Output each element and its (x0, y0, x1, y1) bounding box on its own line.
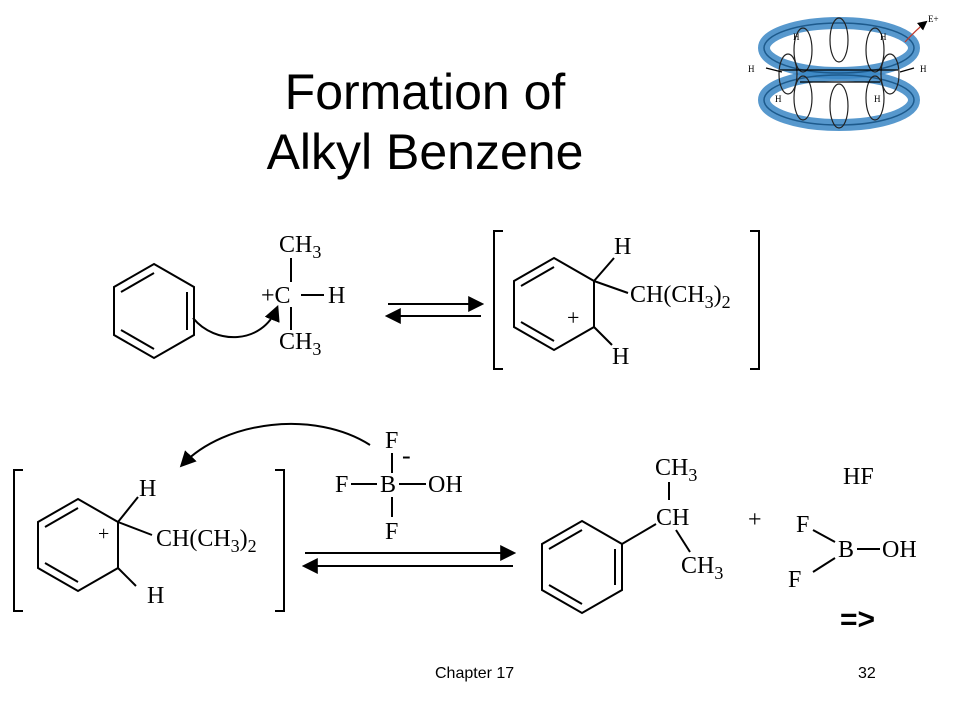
trifluoro-hydroxy-borate: F - F B OH F (335, 428, 463, 545)
f-label: F (796, 512, 809, 538)
orbital-label-h: H (920, 64, 927, 74)
b-label: B (380, 472, 396, 498)
plus-sign: + (748, 507, 762, 533)
sigma-complex-bracket (493, 230, 760, 370)
boron-difluoride-hydroxide: F B OH F (788, 512, 917, 593)
sigma-complex-bracket (13, 469, 285, 612)
deprotonation-arrow (179, 422, 371, 468)
f-label: F (335, 472, 348, 498)
ch3-label: CH3​ (681, 553, 723, 583)
substituent-label: CH(CH3​)2​ (156, 526, 257, 556)
positive-charge: + (567, 305, 579, 330)
title-line-1: Formation of (284, 64, 566, 120)
sigma-complex-ring (37, 496, 153, 593)
benzene-ring (113, 262, 195, 360)
positive-charge: + (98, 523, 109, 545)
hf-label: HF (843, 464, 874, 490)
equilibrium-arrows (384, 296, 485, 324)
ch-label: CH (656, 505, 689, 531)
h-label: H (147, 583, 164, 609)
orbital-label-h: H (880, 32, 887, 42)
title-line-2: Alkyl Benzene (266, 124, 584, 180)
equilibrium-arrows (301, 545, 517, 574)
cumene-product-ring (541, 519, 657, 615)
carbocation-center-label: +C (261, 283, 291, 309)
b-label: B (838, 537, 854, 563)
benzene-pi-orbital-illustration: H H H H H H E+ (748, 14, 939, 131)
orbital-label-h: H (793, 32, 800, 42)
footer-chapter: Chapter 17 (435, 665, 515, 682)
h-label: H (612, 344, 629, 370)
f-label: F (385, 519, 398, 545)
f-label: F (385, 428, 398, 454)
oh-label: OH (428, 472, 463, 498)
ch3-label: CH3​ (279, 329, 321, 359)
isopropyl-carbocation: CH3​ +C H CH3​ (261, 232, 345, 359)
slide-title: Formation of Alkyl Benzene (200, 62, 650, 182)
electron-flow-arrow (192, 305, 280, 338)
h-label: H (139, 476, 156, 502)
f-label: F (788, 567, 801, 593)
h-label: H (614, 234, 631, 260)
next-slide-marker[interactable]: => (840, 603, 876, 636)
substituent-label: CH(CH3​)2​ (630, 282, 731, 312)
slide-number: 32 (858, 665, 876, 682)
orbital-label-h: H (775, 94, 782, 104)
orbital-label-h: H (748, 64, 755, 74)
h-label: H (328, 283, 345, 309)
sigma-complex-ring (513, 256, 629, 352)
orbital-label-electrophile: E+ (928, 14, 939, 24)
oh-label: OH (882, 537, 917, 563)
ch3-label: CH3​ (279, 232, 321, 262)
orbital-label-h: H (874, 94, 881, 104)
ch3-label: CH3​ (655, 455, 697, 485)
negative-charge: - (402, 441, 411, 470)
